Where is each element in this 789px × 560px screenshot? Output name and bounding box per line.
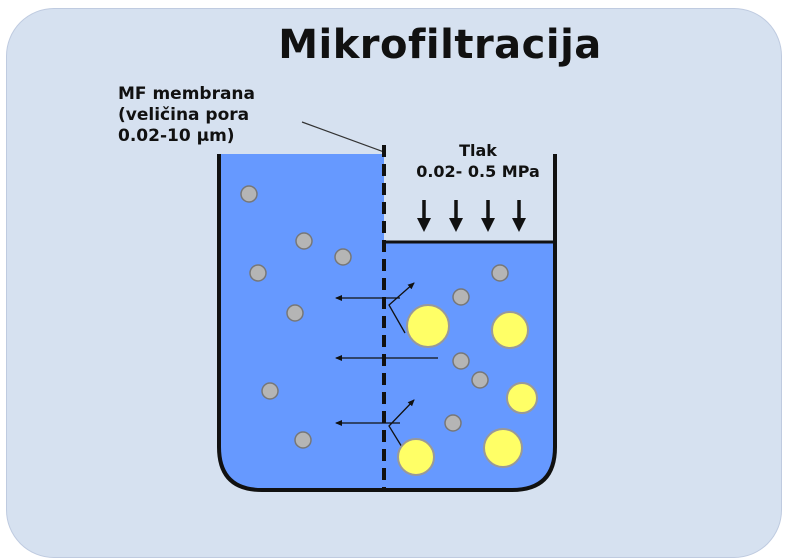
small-particle — [249, 264, 267, 282]
pressure-label: Tlak 0.02- 0.5 MPa — [398, 140, 558, 182]
membrane-label-line1: MF membrana — [118, 84, 256, 104]
pressure-label-line1: Tlak — [459, 141, 497, 160]
large-particle — [506, 382, 538, 414]
small-particle — [491, 264, 509, 282]
large-particle — [406, 304, 450, 348]
small-particle — [261, 382, 279, 400]
large-particle — [491, 311, 529, 349]
small-particles — [240, 185, 509, 449]
membrane-label-line2: (veličina pora — [118, 105, 250, 125]
small-particle — [452, 288, 470, 306]
small-particle — [444, 414, 462, 432]
rejection-arrow-bottom — [388, 399, 415, 453]
pressure-arrow-3 — [481, 200, 495, 232]
small-particle — [295, 232, 313, 250]
membrane-label-line3: 0.02-10 μm) — [118, 126, 235, 146]
large-particles — [397, 304, 538, 476]
pressure-arrow-2 — [449, 200, 463, 232]
small-particle — [334, 248, 352, 266]
small-particle — [286, 304, 304, 322]
small-particle — [240, 185, 258, 203]
liquid-left — [219, 154, 384, 490]
rejection-arrow-top — [388, 282, 415, 334]
vessel-outline — [217, 154, 557, 492]
slide-title: Mikrofiltracija — [278, 22, 602, 68]
large-particle — [483, 428, 523, 468]
membrane-label: MF membrana (veličina pora 0.02-10 μm) — [118, 84, 255, 147]
pressure-arrows — [417, 200, 526, 232]
membrane-leader-line — [301, 121, 385, 153]
pressure-label-line2: 0.02- 0.5 MPa — [416, 162, 540, 181]
small-particle — [471, 371, 489, 389]
pressure-arrow-4 — [512, 200, 526, 232]
flow-arrows — [335, 282, 438, 453]
small-particle — [452, 352, 470, 370]
large-particle — [397, 438, 435, 476]
liquid-right — [384, 242, 555, 490]
small-particle — [294, 431, 312, 449]
pressure-arrow-1 — [417, 200, 431, 232]
